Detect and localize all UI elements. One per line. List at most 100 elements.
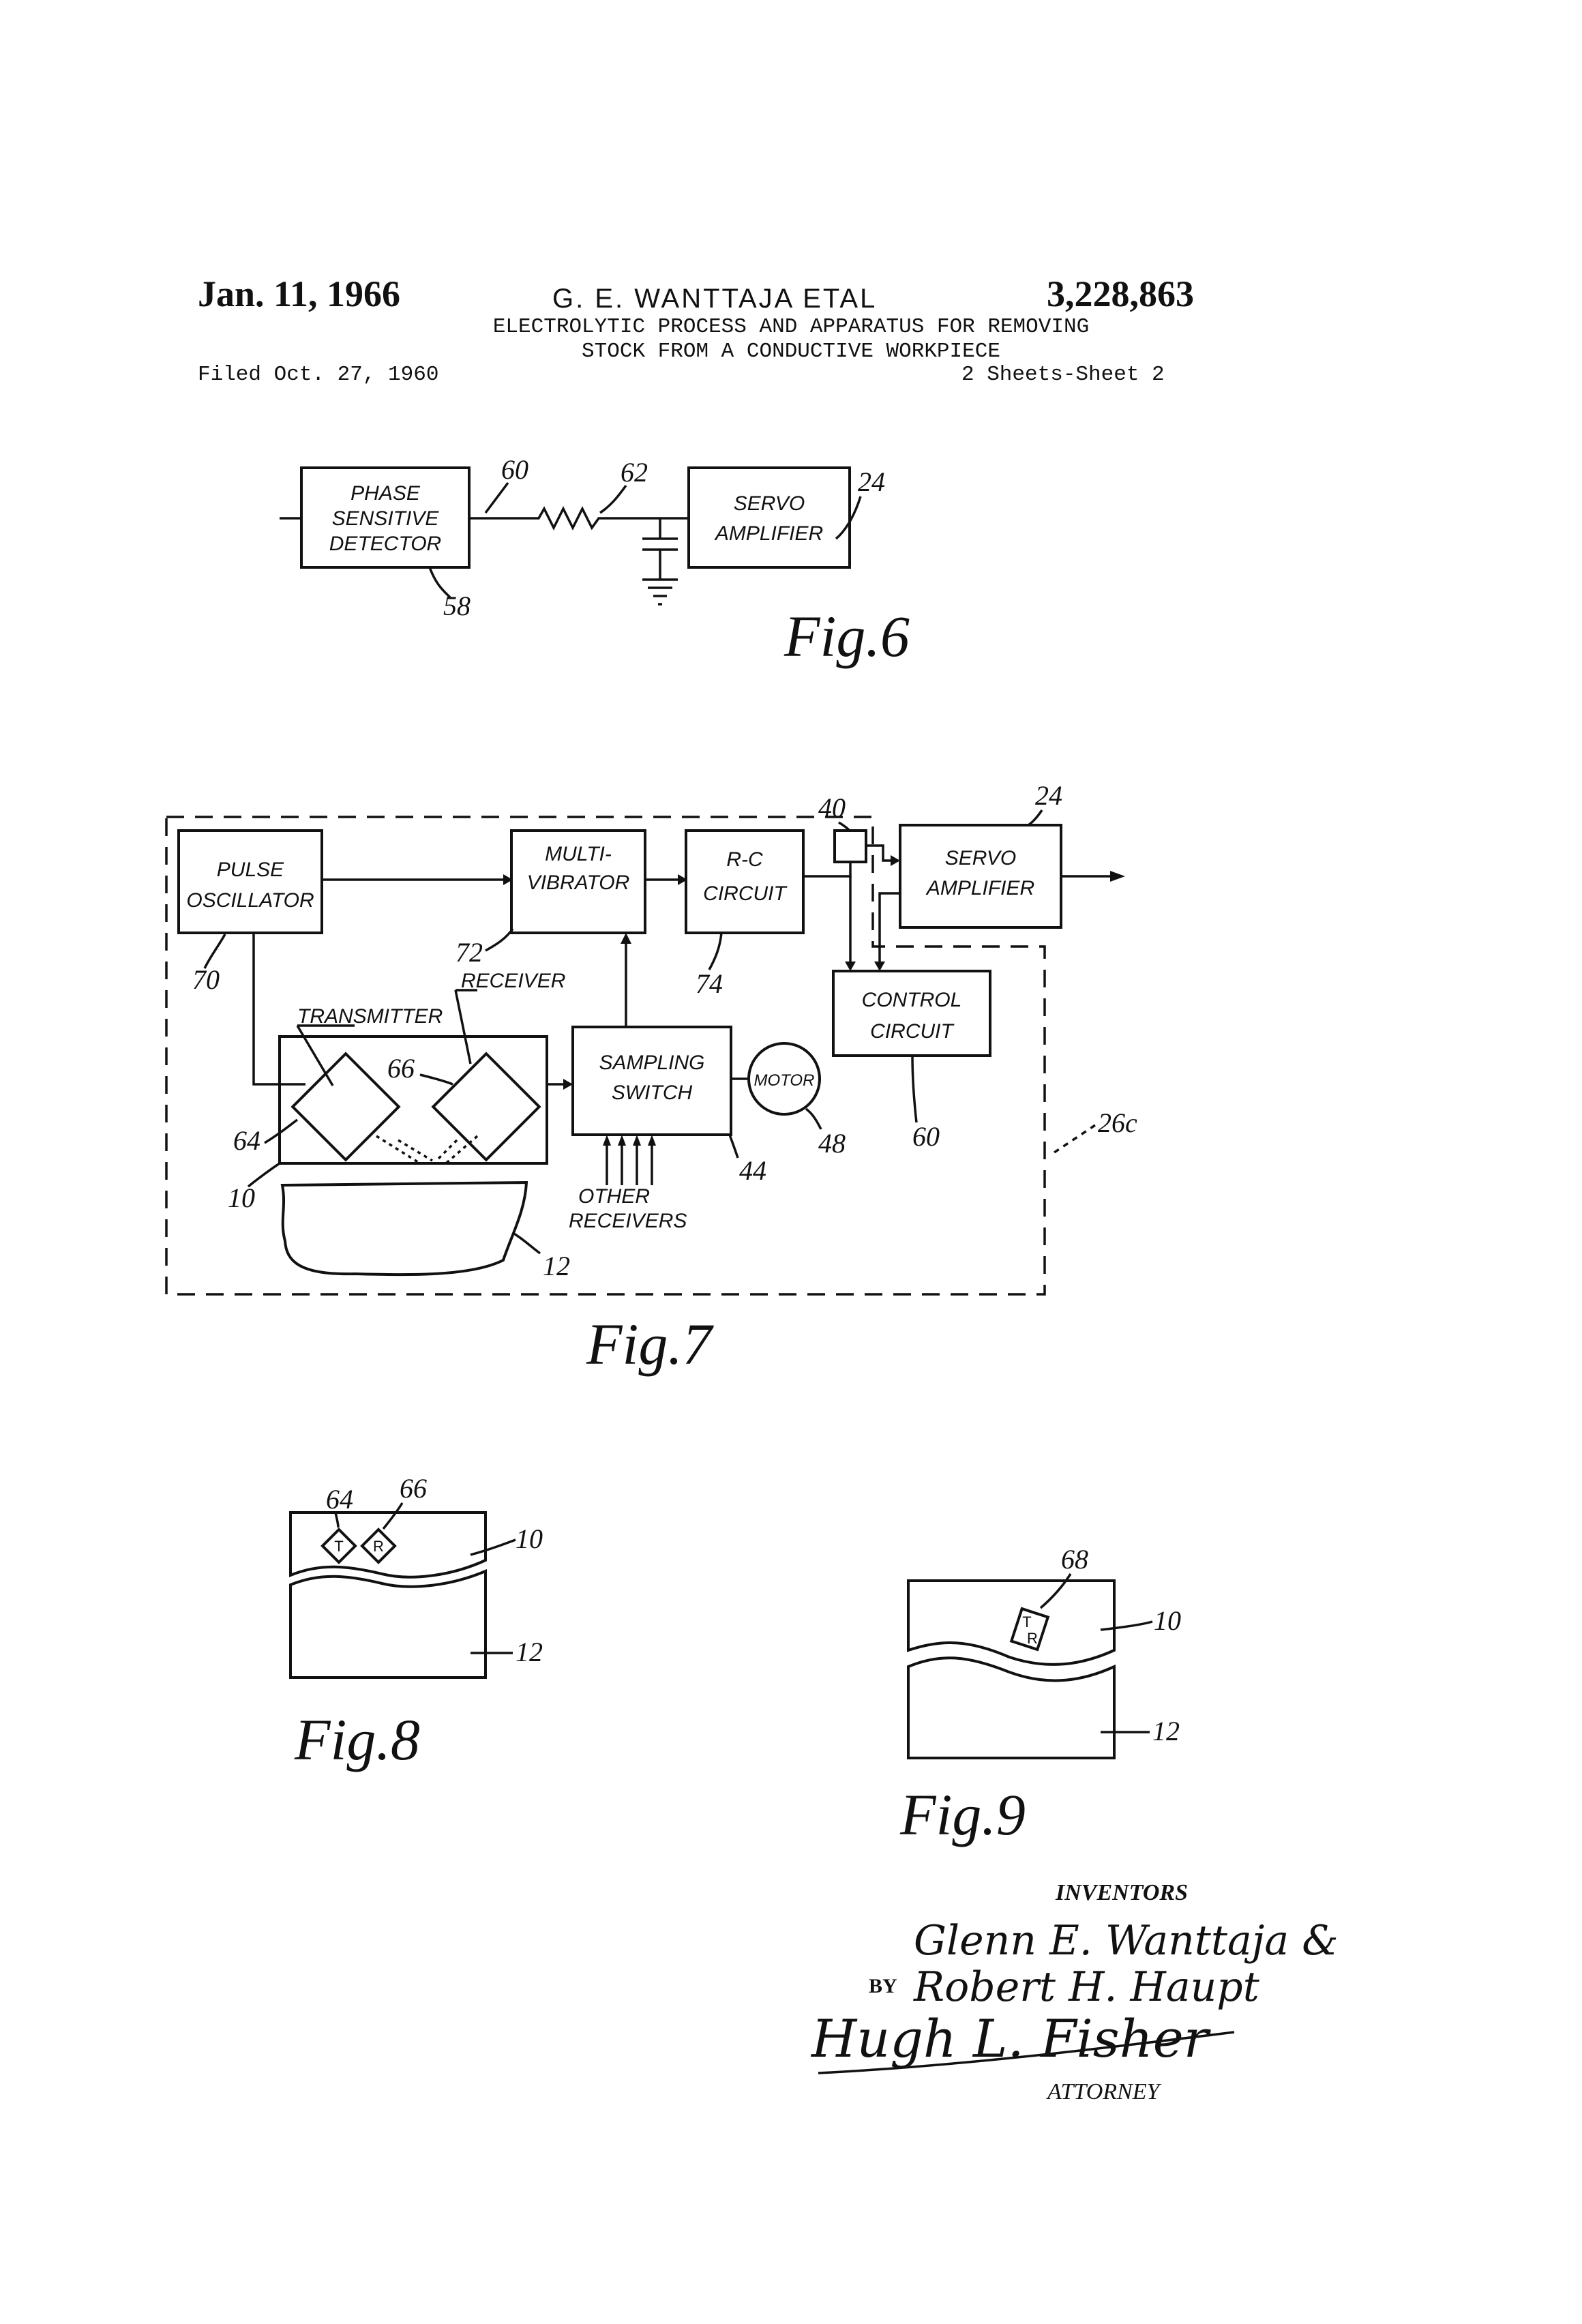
fig7-ref-40: 40 [818,792,846,823]
fig7-leader-66 [420,1075,453,1084]
fig7-servo-label-1: SERVO [945,847,1017,869]
fig9-transceiver-t: T [1022,1613,1031,1630]
fig7-diagram: PULSE OSCILLATOR MULTI- VIBRATOR R-C CIR… [166,780,1137,1377]
fig7-workpiece-12 [282,1182,526,1275]
fig7-ref-26c: 26c [1098,1107,1137,1138]
fig7-ultrasonic-beams [376,1136,477,1163]
fig7-ref-72: 72 [456,937,483,968]
fig8-transmitter-t: T [334,1538,343,1555]
fig7-arrow-servo [891,855,900,866]
fig6-ref-58: 58 [443,591,471,621]
fig6-servo-label-2: AMPLIFIER [714,522,823,545]
fig7-component-40 [835,831,866,862]
fig8-ref-64: 64 [326,1484,353,1515]
fig7-servo-to-control [880,893,900,963]
fig7-receiver-label: RECEIVER [461,970,565,992]
fig7-leader-26c [1050,1125,1095,1155]
fig7-arrow-multi-up [621,933,631,944]
fig7-pulse-label-2: OSCILLATOR [186,889,314,912]
fig7-servo-amplifier-block [900,825,1061,927]
fig7-control-circuit-block [833,971,990,1056]
fig7-ref-24: 24 [1035,780,1062,811]
fig7-ref-70: 70 [192,964,220,995]
fig7-receiver-crystal-66 [433,1054,539,1160]
fig8-caption: Fig.8 [294,1707,420,1772]
fig7-arrow-output [1110,871,1125,882]
fig7-control-label-1: CONTROL [862,989,962,1011]
fig6-leader-60 [486,483,508,513]
fig6-detector-label-1: PHASE [350,482,421,505]
signature-block: INVENTORS Glenn E. Wanttaja & BY Robert … [810,1880,1339,2104]
fig7-leader-10 [248,1163,280,1187]
fig7-pulse-oscillator-block [179,831,322,933]
attorney-label: ATTORNEY [1046,2079,1161,2104]
fig7-rc-label-2: CIRCUIT [703,882,788,905]
fig6-resistor-wire [469,509,689,528]
fig6-ref-24: 24 [858,466,885,497]
fig7-sampling-switch-block [573,1027,731,1135]
fig7-ref-64: 64 [233,1125,260,1156]
fig9-diagram: T R 68 10 12 Fig.9 [899,1544,1181,1847]
fig8-ref-10: 10 [516,1523,543,1554]
fig7-leader-44 [730,1135,738,1158]
fig7-caption: Fig.7 [586,1311,714,1377]
fig7-transmitter-label: TRANSMITTER [297,1005,443,1028]
fig9-transceiver-r: R [1027,1630,1038,1647]
fig7-ref-60: 60 [912,1121,940,1152]
fig9-caption: Fig.9 [899,1782,1026,1847]
fig9-leader-10 [1101,1622,1152,1630]
fig9-workpiece-12 [908,1658,1114,1758]
fig7-leader-receiver [456,990,477,1064]
fig7-leader-60 [912,1056,916,1122]
fig6-detector-label-3: DETECTOR [329,533,441,555]
fig7-rc-label-1: R-C [726,848,763,871]
fig8-ref-12: 12 [516,1637,543,1667]
fig6-detector-label-2: SENSITIVE [332,507,440,530]
fig9-electrode-10 [908,1581,1114,1665]
fig9-ref-10: 10 [1154,1605,1181,1636]
fig7-other-label-2: RECEIVERS [569,1210,687,1232]
fig8-leader-10 [471,1540,516,1555]
fig7-pulse-label-1: PULSE [217,859,284,881]
fig7-40-to-servo [866,846,892,861]
fig7-leader-74 [709,933,721,970]
fig8-diagram: T R 64 66 10 12 Fig.8 [290,1473,543,1772]
fig7-other-arrows [603,1135,656,1146]
fig6-servo-amplifier-block [689,468,850,567]
fig7-sampling-label-2: SWITCH [612,1082,693,1104]
fig6-ref-60: 60 [501,454,528,485]
fig6-diagram: PHASE SENSITIVE DETECTOR SERVO AMPLIFIER… [280,454,910,669]
fig8-receiver-r: R [373,1538,384,1555]
fig7-leader-24 [1028,810,1042,825]
fig7-multi-label-2: VIBRATOR [527,872,630,894]
fig7-control-label-2: CIRCUIT [870,1020,955,1043]
fig8-workpiece-12 [290,1571,486,1678]
fig7-sampling-label-1: SAMPLING [599,1052,704,1074]
fig7-ref-48: 48 [818,1128,846,1159]
by-label: BY [869,1975,897,1997]
fig7-other-label-1: OTHER [578,1185,650,1208]
fig7-multi-label-1: MULTI- [545,843,612,865]
fig7-rc-to-40 [803,862,850,876]
fig7-arrow-control-1 [845,962,856,971]
fig9-ref-68: 68 [1061,1544,1088,1575]
fig9-leader-68 [1041,1574,1071,1608]
fig7-transmitter-crystal-64 [293,1054,399,1160]
inventors-label: INVENTORS [1055,1880,1188,1905]
fig8-ref-66: 66 [400,1473,427,1504]
fig6-ref-62: 62 [621,457,648,488]
fig7-ref-44: 44 [739,1155,766,1186]
fig7-ref-66: 66 [387,1053,415,1084]
fig7-arrow-control-2 [874,962,885,971]
fig8-leader-64 [335,1513,338,1528]
fig7-ref-12: 12 [543,1251,570,1281]
fig6-caption: Fig.6 [783,604,910,669]
fig7-servo-label-2: AMPLIFIER [925,877,1034,899]
fig7-leader-72 [486,929,513,951]
fig7-leader-12 [513,1233,540,1253]
fig7-rc-circuit-block [686,831,803,933]
fig7-leader-70 [205,934,225,968]
fig9-ref-12: 12 [1152,1716,1180,1746]
fig7-arrow-switch [563,1079,573,1090]
